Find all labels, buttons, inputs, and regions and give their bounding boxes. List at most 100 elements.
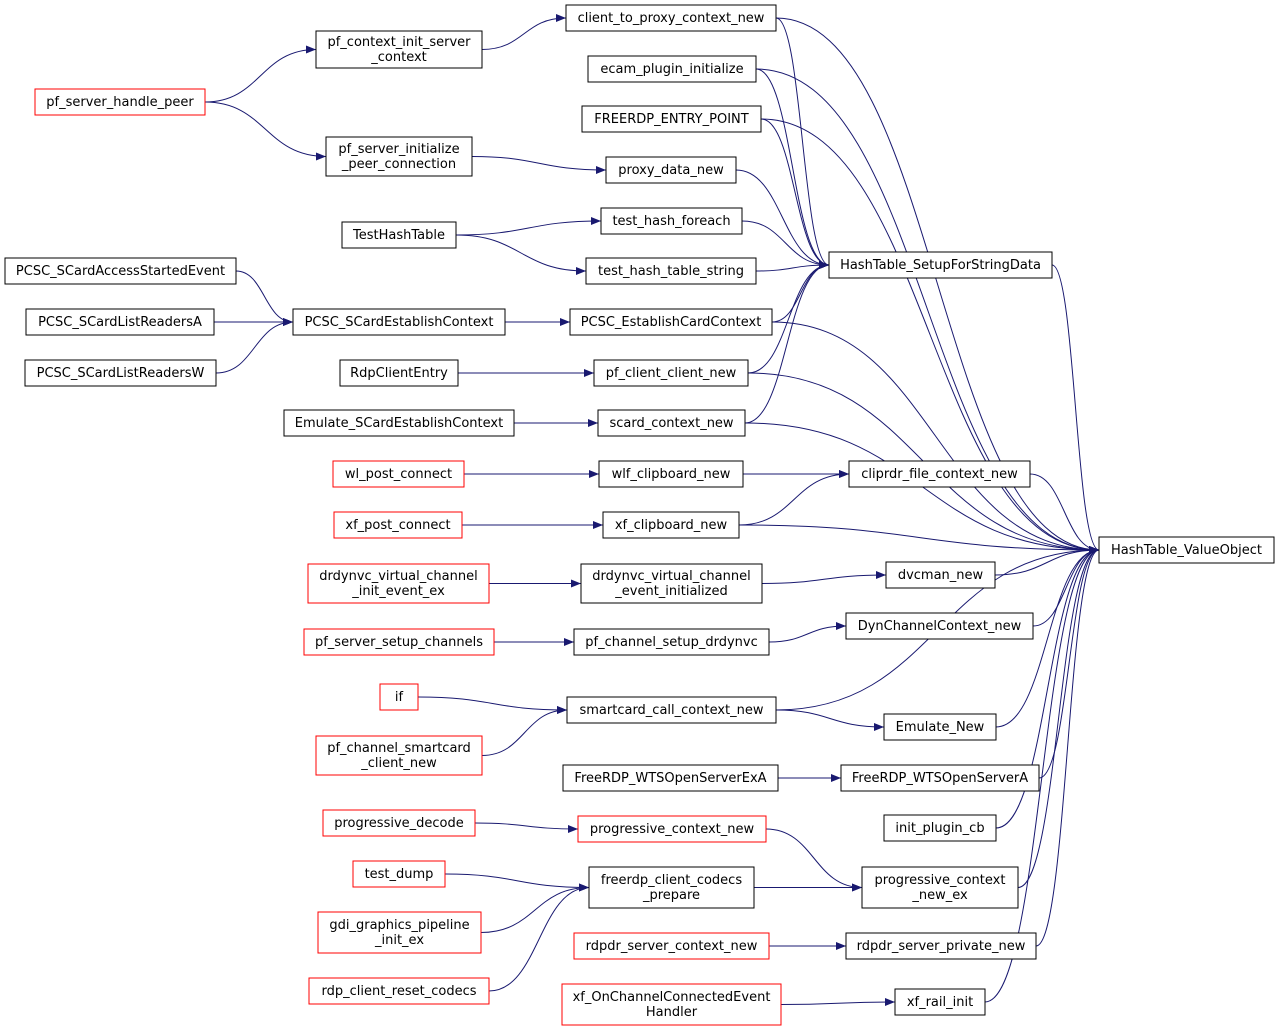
node-box <box>828 251 1053 279</box>
node-label: test_dump <box>365 867 434 882</box>
node-box <box>587 55 757 83</box>
graph-node-pcsc-scardlistreadersw[interactable]: PCSC_SCardListReadersW <box>24 359 217 387</box>
node-box <box>883 814 997 842</box>
node-label: Handler <box>646 1005 698 1020</box>
node-label: Emulate_New <box>896 720 985 735</box>
node-box <box>317 911 482 954</box>
node-box <box>4 257 237 285</box>
node-box <box>341 221 457 249</box>
node-box <box>333 511 463 539</box>
edge-n21-to-n0 <box>1029 473 1100 554</box>
graph-node-wlf-clipboard-new[interactable]: wlf_clipboard_new <box>598 460 744 488</box>
graph-node-init-plugin-cb[interactable]: init_plugin_cb <box>883 814 997 842</box>
node-box <box>352 860 446 888</box>
graph-node-gdi-graphics-pipeline-init-ex[interactable]: gdi_graphics_pipeline_init_ex <box>317 911 482 954</box>
graph-node-freerdp-client-codecs-prepare[interactable]: freerdp_client_codecs_prepare <box>588 866 755 909</box>
node-label: progressive_context <box>875 873 1006 888</box>
graph-node-freerdp-wtsopenservera[interactable]: FreeRDP_WTSOpenServerA <box>840 764 1040 792</box>
graph-node-pf-client-client-new[interactable]: pf_client_client_new <box>593 359 749 387</box>
graph-node-drdynvc-virtual-channel-event-initialized[interactable]: drdynvc_virtual_channel_event_initialize… <box>580 563 763 604</box>
node-box <box>600 207 743 235</box>
graph-node-drdynvc-virtual-channel-init-event-ex[interactable]: drdynvc_virtual_channel_init_event_ex <box>307 563 490 604</box>
edge-n16-to-n13 <box>215 318 294 374</box>
graph-node-xf-rail-init[interactable]: xf_rail_init <box>894 988 986 1016</box>
node-box <box>307 563 490 604</box>
node-label: progressive_context_new <box>590 822 755 837</box>
node-label: if <box>395 690 404 705</box>
node-label: drdynvc_virtual_channel <box>592 569 750 584</box>
graph-node-pf-server-initialize-peer-connection[interactable]: pf_server_initialize_peer_connection <box>325 136 473 177</box>
graph-node-pf-channel-setup-drdynvc[interactable]: pf_channel_setup_drdynvc <box>573 628 770 656</box>
node-label: _new_ex <box>911 888 968 903</box>
graph-node-test-dump[interactable]: test_dump <box>352 860 446 888</box>
graph-node-xf-post-connect[interactable]: xf_post_connect <box>333 511 463 539</box>
graph-node-rdpcliententry[interactable]: RdpClientEntry <box>339 359 459 387</box>
node-label: rdp_client_reset_codecs <box>321 984 476 999</box>
edge-n10-to-n9 <box>455 217 602 236</box>
edge-n38-to-n0 <box>995 546 1100 829</box>
graph-node-pf-server-setup-channels[interactable]: pf_server_setup_channels <box>303 628 495 656</box>
graph-node-client-to-proxy-context-new[interactable]: client_to_proxy_context_new <box>565 4 777 32</box>
node-label: ecam_plugin_initialize <box>600 62 743 77</box>
node-label: xf_rail_init <box>907 995 973 1010</box>
graph-node-scard-context-new[interactable]: scard_context_new <box>597 409 746 437</box>
node-box <box>588 866 755 909</box>
graph-node-freerdp-wtsopenserverexa[interactable]: FreeRDP_WTSOpenServerExA <box>562 764 779 792</box>
graph-node-progressive-context-new[interactable]: progressive_context_new <box>577 815 767 843</box>
edge-n2-to-n0 <box>775 17 1100 554</box>
graph-node-emulate-scardestablishcontext[interactable]: Emulate_SCardEstablishContext <box>283 409 515 437</box>
graph-node-ecam-plugin-initialize[interactable]: ecam_plugin_initialize <box>587 55 757 83</box>
graph-node-progressive-decode[interactable]: progressive_decode <box>322 809 476 837</box>
node-layer: HashTable_ValueObject HashTable_SetupForS… <box>4 4 1275 1026</box>
node-box <box>894 988 986 1016</box>
node-box <box>332 460 465 488</box>
edge-n12-to-n0 <box>771 321 1100 554</box>
node-label: xf_post_connect <box>345 518 450 533</box>
graph-node-smartcard-call-context-new[interactable]: smartcard_call_context_new <box>566 696 777 724</box>
graph-node-if[interactable]: if <box>379 683 419 711</box>
graph-node-rdpdr-server-private-new[interactable]: rdpdr_server_private_new <box>845 932 1037 960</box>
graph-node-proxy-data-new[interactable]: proxy_data_new <box>605 156 737 184</box>
graph-node-testhashtable[interactable]: TestHashTable <box>341 221 457 249</box>
node-box <box>322 809 476 837</box>
node-label: pf_server_setup_channels <box>315 635 483 650</box>
graph-node-pf-channel-smartcard-client-new[interactable]: pf_channel_smartcard_client_new <box>315 735 483 776</box>
node-label: wl_post_connect <box>345 467 452 482</box>
graph-node-cliprdr-file-context-new[interactable]: cliprdr_file_context_new <box>848 460 1031 488</box>
graph-node-emulate-new[interactable]: Emulate_New <box>883 713 997 741</box>
node-box <box>840 764 1040 792</box>
edge-n17-to-n1 <box>747 261 830 374</box>
graph-node-wl-post-connect[interactable]: wl_post_connect <box>332 460 465 488</box>
graph-node-rdp-client-reset-codecs[interactable]: rdp_client_reset_codecs <box>308 977 490 1005</box>
edge-n1-to-n0 <box>1051 264 1100 554</box>
node-label: Emulate_SCardEstablishContext <box>295 416 503 431</box>
edge-n41-to-n40 <box>474 822 579 833</box>
graph-node-dvcman-new[interactable]: dvcman_new <box>885 561 996 589</box>
graph-node-pf-server-handle-peer[interactable]: pf_server_handle_peer <box>34 88 206 116</box>
node-box <box>581 105 762 133</box>
graph-node-dynchannelcontext-new[interactable]: DynChannelContext_new <box>845 612 1034 640</box>
graph-node-hashtable-setupforstringdata[interactable]: HashTable_SetupForStringData <box>828 251 1053 279</box>
graph-node-pcsc-scardaccessstartedevent[interactable]: PCSC_SCardAccessStartedEvent <box>4 257 237 285</box>
node-label: DynChannelContext_new <box>858 619 1022 634</box>
node-label: dvcman_new <box>898 568 984 583</box>
graph-node-pcsc-scardestablishcontext[interactable]: PCSC_SCardEstablishContext <box>292 308 506 336</box>
node-box <box>292 308 506 336</box>
graph-node-pcsc-scardlistreadersa[interactable]: PCSC_SCardListReadersA <box>25 308 215 336</box>
graph-node-rdpdr-server-context-new[interactable]: rdpdr_server_context_new <box>573 932 770 960</box>
node-label: pf_channel_smartcard <box>327 741 471 756</box>
node-box <box>1098 536 1275 564</box>
graph-node-progressive-context-new-ex[interactable]: progressive_context_new_ex <box>861 866 1019 909</box>
graph-node-test-hash-table-string[interactable]: test_hash_table_string <box>585 257 757 285</box>
node-label: HashTable_ValueObject <box>1111 543 1262 558</box>
graph-node-test-hash-foreach[interactable]: test_hash_foreach <box>600 207 743 235</box>
graph-node-pf-context-init-server-context[interactable]: pf_context_init_server_context <box>315 30 483 69</box>
node-label: proxy_data_new <box>618 163 724 178</box>
node-box <box>593 359 749 387</box>
graph-node-pcsc-establishcardcontext[interactable]: PCSC_EstablishCardContext <box>569 308 773 336</box>
graph-node-freerdp-entry-point[interactable]: FREERDP_ENTRY_POINT <box>581 105 762 133</box>
node-box <box>577 815 767 843</box>
graph-node-xf-clipboard-new[interactable]: xf_clipboard_new <box>602 511 740 539</box>
node-label: xf_OnChannelConnectedEvent <box>573 990 771 1005</box>
